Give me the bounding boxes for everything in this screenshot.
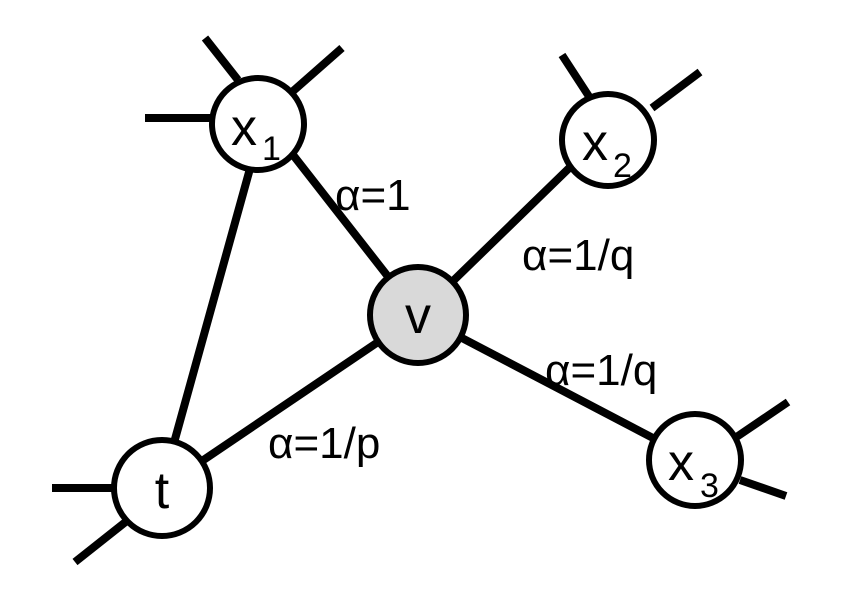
node-t: t [111,437,213,539]
node-x1: x 1 [209,75,307,173]
node-x2-subscript: 2 [613,147,632,185]
stub-edges [52,35,791,566]
edge-v-t [159,311,421,492]
node-x2: x 2 [559,91,657,189]
stub-edge-x3-down [738,476,788,500]
edge-label-v-t: α=1/p [268,419,380,468]
stub-edge-x1-upright [289,44,345,96]
edge-label-v-x1: α=1 [335,171,411,220]
node-t-label: t [155,462,170,520]
node-x3-circle [646,411,744,509]
edge-x1-t [168,163,255,452]
node-x3-subscript: 3 [700,467,719,505]
edge-v-x3 [416,311,697,464]
stub-edge-x1-upleft [201,35,242,83]
node-x3-label: x [668,434,694,492]
node-t-circle [111,437,213,539]
stub-edge-t-downleft [72,516,131,566]
node-x3: x 3 [646,411,744,509]
stub-edge-x2-upright [649,68,703,112]
stub-edge-x2-upleft [558,52,594,101]
stub-edge-x3-up [732,398,791,442]
node-x1-subscript: 1 [262,130,281,168]
node-x2-circle [559,91,657,189]
node-x2-label: x [582,114,608,172]
node-v-circle [367,264,469,366]
edge-label-v-x2: α=1/q [522,231,634,280]
edge-labels: α=1 α=1/q α=1/q α=1/p [268,171,657,468]
edge-label-v-x3: α=1/q [545,346,657,395]
node-v: v [367,264,469,366]
node-x1-label: x [231,99,257,157]
node-x1-circle [209,75,307,173]
node-v-label: v [405,287,431,345]
